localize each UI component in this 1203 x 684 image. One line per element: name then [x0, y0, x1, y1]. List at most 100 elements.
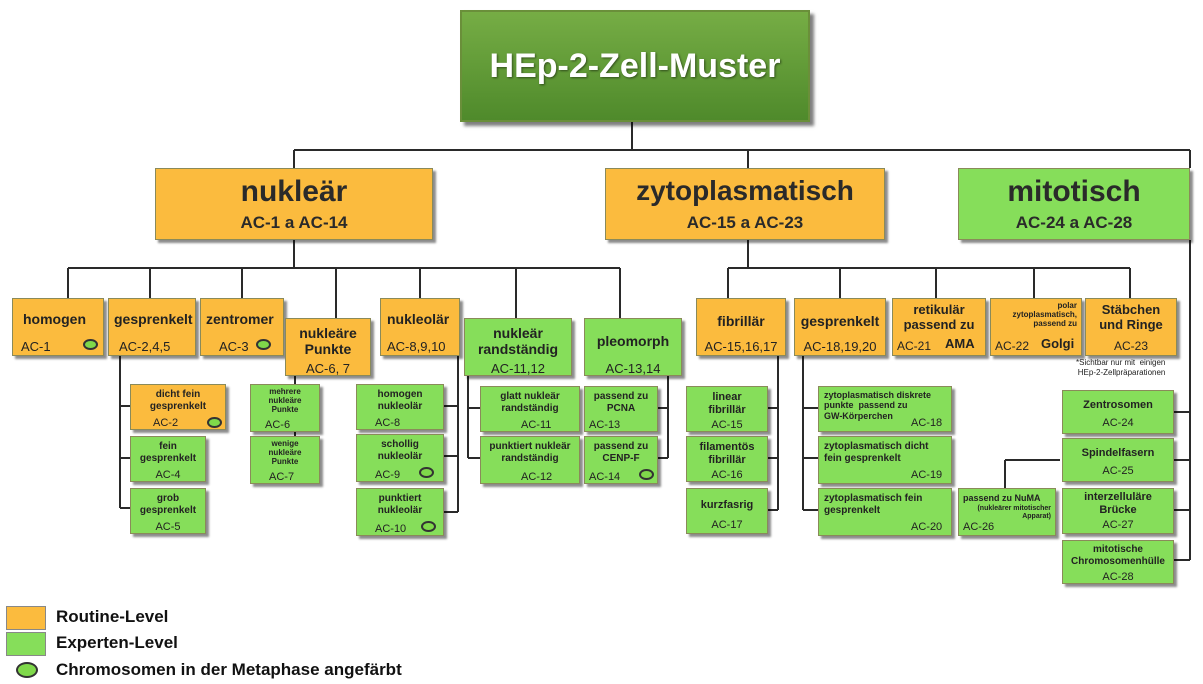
category-mitotisch: mitotisch AC-24 a AC-28 [958, 168, 1190, 240]
node-code: AC-8,9,10 [387, 339, 446, 354]
page-title: HEp-2-Zell-Muster [460, 10, 810, 122]
node-code: AC-7 [269, 471, 295, 483]
category-zyto-name: zytoplasmatisch [636, 175, 854, 206]
footnote: *Sichtbar nur mit einigen HEp-2-Zellpräp… [1076, 358, 1166, 377]
node-zyto-fein: zytoplasmatisch fein gesprenkelt AC-20 [818, 488, 952, 536]
node-gw-koerperchen: zytoplasmatisch diskrete punkte passend … [818, 386, 952, 432]
node-linear-fibrillar: linear fibrillär AC-15 [686, 386, 768, 432]
node-code: AC-13,14 [605, 361, 661, 376]
node-label: homogen nukleolär [377, 389, 423, 412]
legend-routine-label: Routine-Level [56, 607, 169, 626]
category-nuklear: nukleär AC-1 a AC-14 [155, 168, 433, 240]
chromosome-metaphase-icon [16, 662, 38, 678]
node-code: AC-4 [155, 469, 181, 481]
node-label: mitotische Chromosomenhülle [1071, 544, 1165, 567]
legend-chromosomen-label: Chromosomen in der Metaphase angefärbt [56, 660, 402, 679]
chromosome-metaphase-icon [639, 469, 654, 480]
node-code: AC-28 [1102, 571, 1134, 583]
node-code: AC-11 [521, 419, 552, 431]
node-chromosomenhuelle: mitotische Chromosomenhülle AC-28 [1062, 540, 1174, 584]
node-label: fibrillär [717, 313, 765, 329]
node-label: punktiert nukleolär [377, 493, 423, 516]
category-mito-name: mitotisch [1007, 175, 1141, 208]
node-code: AC-23 [1113, 339, 1148, 353]
node-label: passend zu PCNA [593, 391, 649, 414]
node-zyto-dicht-fein: zytoplasmatisch dicht fein gesprenkelt A… [818, 436, 952, 484]
node-label: retikulär passend zu [903, 302, 975, 332]
node-label: zentromer [206, 311, 274, 327]
chromosome-metaphase-icon [256, 339, 271, 350]
node-code: AC-14 [589, 471, 621, 483]
node-fein-gesprenkelt: fein gesprenkelt AC-4 [130, 436, 206, 482]
legend-experten-label: Experten-Level [56, 633, 178, 652]
chromosome-metaphase-icon [421, 521, 436, 532]
node-label: nukleäre Punkte [299, 325, 357, 358]
node-label: passend zu NuMA [963, 493, 1041, 503]
node-spindelfasern: Spindelfasern AC-25 [1062, 438, 1174, 482]
node-code: AC-18,19,20 [803, 339, 877, 354]
node-zentromer: zentromer AC-3 [200, 298, 284, 356]
node-code: AC-6, 7 [305, 361, 351, 376]
node-nukleare-punkte: nukleäre Punkte AC-6, 7 [285, 318, 371, 376]
node-code: AC-2 [153, 417, 179, 429]
node-code: AC-26 [963, 521, 995, 533]
node-punktiert-nukleolar: punktiert nukleolär AC-10 [356, 488, 444, 536]
node-code: AC-1 [21, 339, 51, 354]
node-label-golgi: Golgi [1041, 336, 1075, 351]
node-code: AC-22 [995, 339, 1030, 353]
category-nuklear-name: nukleär [240, 175, 348, 208]
node-label: nukleär randständig [477, 325, 559, 358]
node-glatt-randstandig: glatt nukleär randständig AC-11 [480, 386, 580, 432]
node-homogen-nukleolar: homogen nukleolär AC-8 [356, 384, 444, 430]
node-code: AC-9 [375, 469, 401, 481]
node-label-ama: AMA [945, 336, 975, 351]
chromosome-metaphase-icon [419, 467, 434, 478]
node-numa: passend zu NuMA (nukleärer mitotischer A… [958, 488, 1056, 536]
node-label: kurzfasrig [700, 499, 754, 511]
node-label: homogen [23, 311, 86, 327]
node-label: fein gesprenkelt [139, 441, 197, 464]
legend-experten-swatch [6, 632, 46, 656]
node-label: Stäbchen und Ringe [1099, 302, 1163, 332]
node-label: wenige nukleäre Punkte [268, 439, 302, 467]
node-code: AC-3 [219, 339, 249, 354]
node-code: AC-16 [711, 469, 743, 481]
node-label: polar zytoplasmatisch, passend zu [1012, 301, 1077, 329]
chromosome-metaphase-icon [207, 417, 222, 428]
category-nuklear-range: AC-1 a AC-14 [240, 213, 348, 232]
node-zentrosomen: Zentrosomen AC-24 [1062, 390, 1174, 434]
node-interzellulare-bruecke: interzelluläre Brücke AC-27 [1062, 488, 1174, 534]
node-nukleolar: nukleolär AC-8,9,10 [380, 298, 460, 356]
node-gesprenkelt-nuklear: gesprenkelt AC-2,4,5 [108, 298, 196, 356]
node-code: AC-15,16,17 [704, 339, 778, 354]
node-sublabel: (nukleärer mitotischer Apparat) [977, 505, 1051, 521]
node-gesprenkelt-zyto: gesprenkelt AC-18,19,20 [794, 298, 886, 356]
node-pleomorph: pleomorph AC-13,14 [584, 318, 682, 376]
node-label: nukleolär [387, 311, 450, 327]
node-punktiert-randstandig: punktiert nukleär randständig AC-12 [480, 436, 580, 484]
node-code: AC-20 [911, 521, 943, 533]
node-staebchen-ringe: Stäbchen und Ringe AC-23 [1085, 298, 1177, 356]
node-label: schollig nukleolär [377, 439, 423, 462]
node-code: AC-19 [911, 469, 943, 481]
node-code: AC-27 [1102, 519, 1134, 531]
node-code: AC-21 [897, 339, 932, 353]
node-code: AC-5 [155, 521, 181, 533]
node-fibrillar: fibrillär AC-15,16,17 [696, 298, 786, 356]
node-label: passend zu CENP-F [593, 441, 649, 464]
node-grob-gesprenkelt: grob gesprenkelt AC-5 [130, 488, 206, 534]
node-label: gesprenkelt [114, 311, 193, 327]
category-mito-range: AC-24 a AC-28 [1015, 213, 1133, 232]
node-label: Zentrosomen [1083, 399, 1153, 411]
node-code: AC-25 [1102, 465, 1134, 477]
node-code: AC-13 [589, 419, 621, 431]
node-label: interzelluläre Brücke [1084, 491, 1152, 516]
node-dicht-fein: dicht fein gesprenkelt AC-2 [130, 384, 226, 430]
node-homogen: homogen AC-1 [12, 298, 104, 356]
node-label: zytoplasmatisch fein gesprenkelt [824, 493, 923, 516]
node-code: AC-8 [375, 417, 401, 429]
node-cenpf: passend zu CENP-F AC-14 [584, 436, 658, 484]
node-code: AC-11,12 [491, 361, 545, 376]
node-label: glatt nukleär randständig [500, 391, 560, 414]
